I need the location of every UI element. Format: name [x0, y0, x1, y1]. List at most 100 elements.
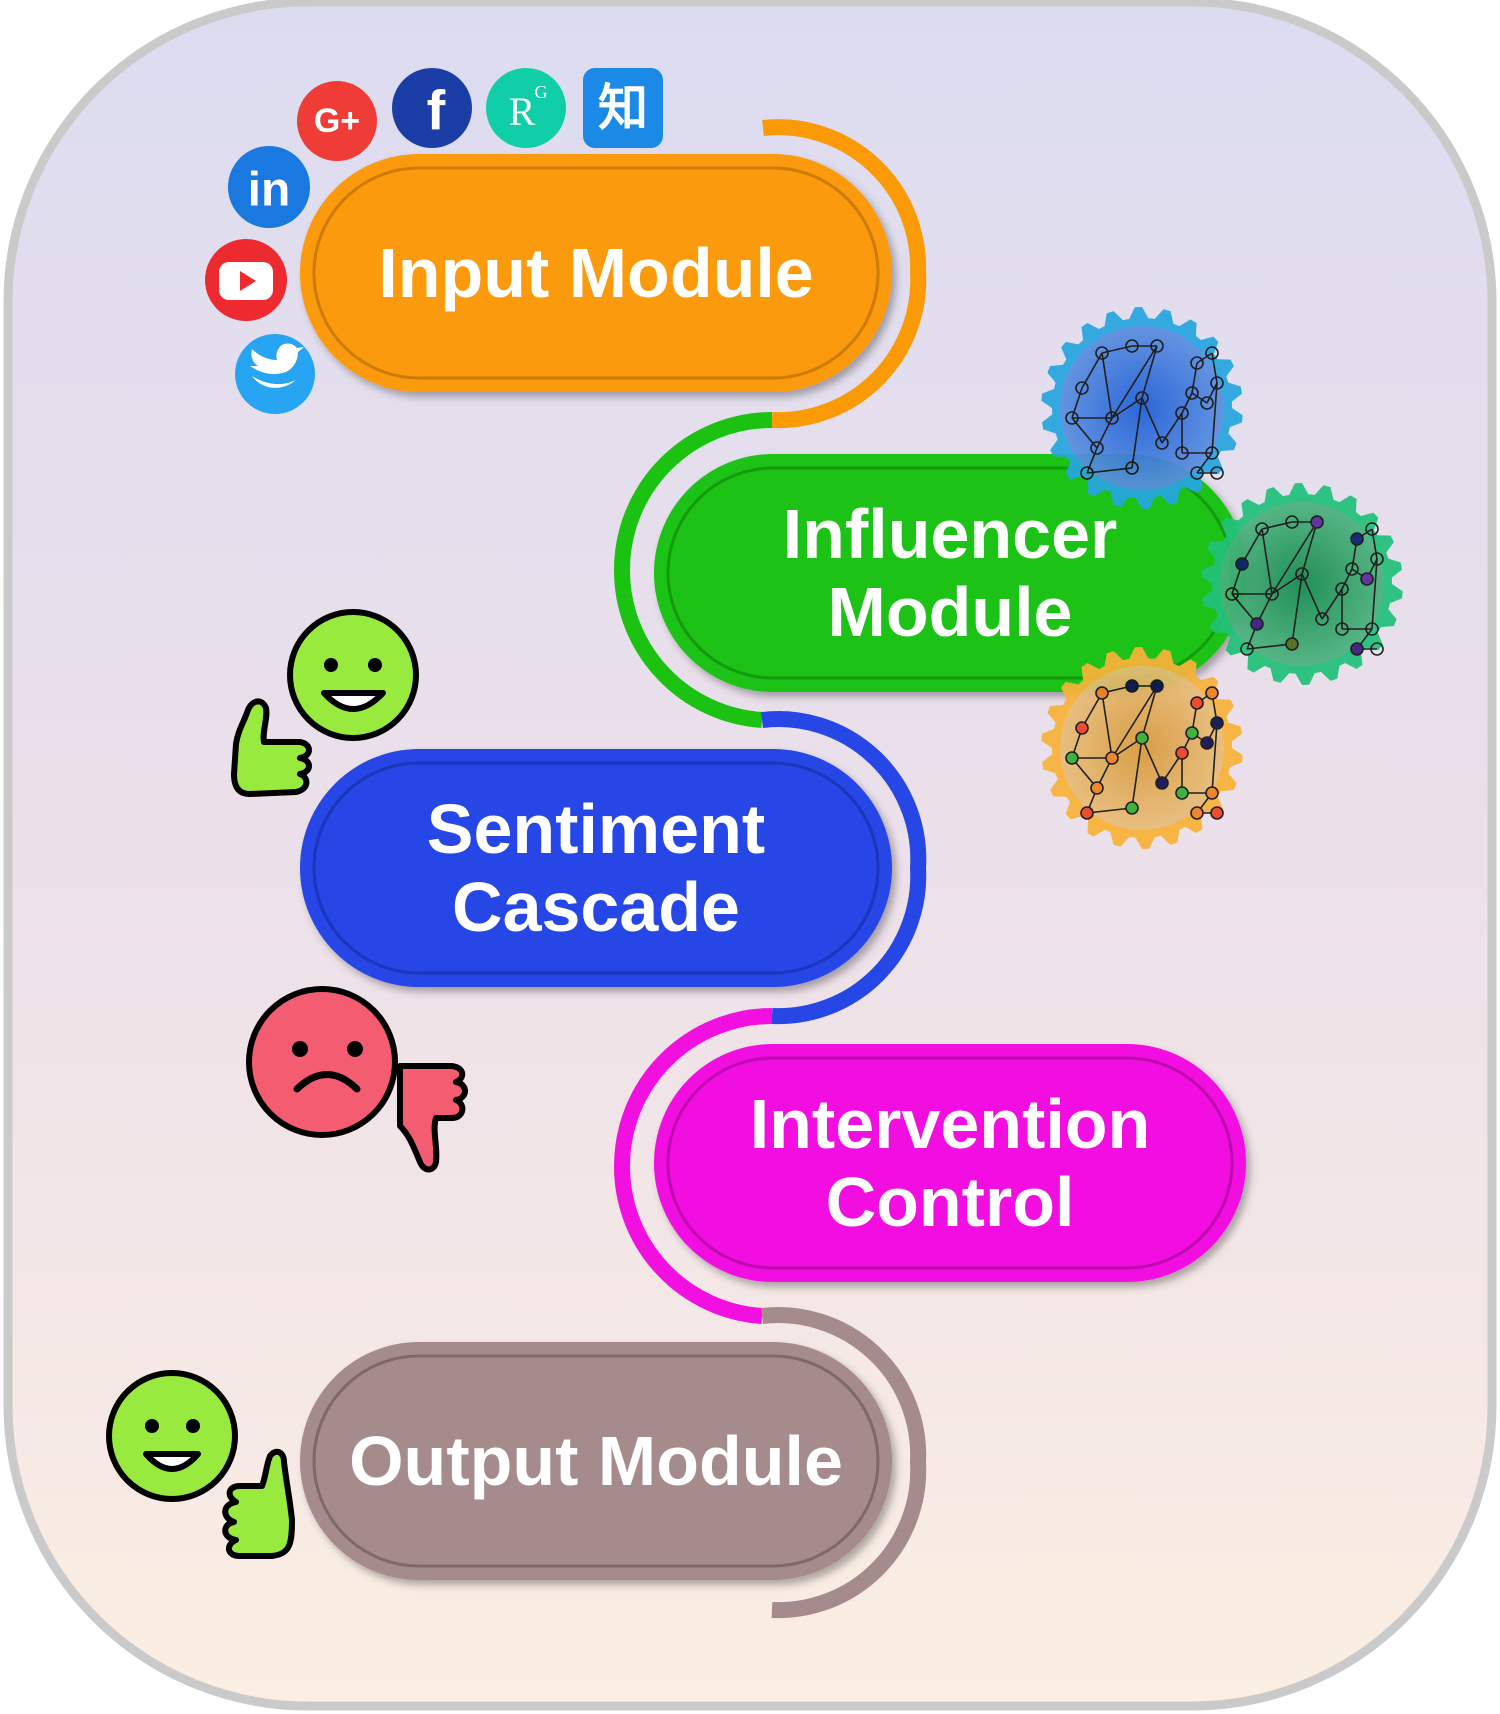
network-node [1065, 751, 1079, 765]
flow-connectors [613, 119, 927, 1619]
network-node [1150, 679, 1164, 693]
network-node [1365, 622, 1379, 636]
network-node [1310, 515, 1324, 529]
module-pill-inner-border [312, 166, 880, 380]
network-edge [1196, 452, 1213, 474]
linkedin-icon: in [228, 146, 310, 228]
network-node [1185, 726, 1199, 740]
network-node [1295, 567, 1309, 581]
network-edge [1141, 737, 1163, 784]
network-node [1205, 786, 1219, 800]
network-edge [1211, 722, 1218, 794]
network-edge [1181, 392, 1193, 414]
module-input[interactable]: Input Module [300, 154, 892, 392]
network-node [1190, 356, 1204, 370]
network-node [1345, 562, 1359, 576]
network-node [1125, 339, 1139, 353]
network-edge [1101, 352, 1113, 419]
module-output[interactable]: Output Module [300, 1342, 892, 1580]
network-node [1200, 396, 1214, 410]
network-node [1080, 806, 1094, 820]
network-node [1365, 522, 1379, 536]
network-node [1360, 572, 1374, 586]
network-node [1065, 411, 1079, 425]
sentiment-icons [106, 609, 468, 1559]
network-node [1155, 436, 1169, 450]
connector-input [762, 119, 927, 429]
network-edge [1371, 558, 1378, 630]
sad-face-icon [246, 986, 398, 1138]
network-node [1095, 346, 1109, 360]
network-edge [1101, 692, 1113, 759]
module-pill-background [654, 454, 1246, 692]
connector-intervention [613, 1008, 773, 1324]
network-node [1210, 376, 1224, 390]
network-edge [1141, 345, 1158, 399]
network-node [1175, 746, 1189, 760]
svg-text:G: G [535, 82, 548, 102]
google-plus-icon: G+ [297, 81, 377, 161]
network-edge [1206, 382, 1218, 404]
network-node [1190, 696, 1204, 710]
network-node [1125, 801, 1139, 815]
network-node [1210, 806, 1224, 820]
thumbs-down-icon [397, 1063, 468, 1173]
svg-text:f: f [427, 79, 446, 142]
network-node [1125, 461, 1139, 475]
network-node [1370, 642, 1384, 656]
happy-face-output-icon [106, 1370, 238, 1502]
network-node [1075, 381, 1089, 395]
network-node [1205, 446, 1219, 460]
network-node [1285, 637, 1299, 651]
network-edge [1301, 573, 1323, 620]
network-node [1175, 786, 1189, 800]
network-node [1155, 776, 1169, 790]
connector-sentiment [761, 711, 927, 1025]
network-edge [1131, 737, 1143, 809]
gear-body [1060, 666, 1224, 830]
module-label-line: Control [826, 1163, 1075, 1241]
network-node [1210, 716, 1224, 730]
connector-influencer [613, 412, 773, 728]
network-node [1370, 552, 1384, 566]
green-network-gear-icon [1201, 483, 1403, 685]
network-node [1150, 339, 1164, 353]
happy-face-icon [287, 609, 419, 741]
network-edge [1141, 397, 1163, 444]
network-edge [1111, 685, 1158, 759]
network-node [1175, 406, 1189, 420]
svg-text:G+: G+ [314, 102, 360, 140]
orange-network-gear-icon [1041, 647, 1243, 849]
blue-network-gear-icon [1041, 307, 1243, 509]
social-media-icons: G+ f R G 知 in [205, 68, 663, 414]
network-node [1075, 721, 1089, 735]
connector-output [761, 1307, 927, 1619]
network-edge [1191, 392, 1208, 404]
network-edge [1211, 382, 1218, 454]
zhihu-icon: 知 [583, 68, 663, 148]
network-node [1350, 642, 1364, 656]
network-node [1090, 441, 1104, 455]
network-edge [1141, 685, 1158, 739]
network-node [1205, 346, 1219, 360]
network-node [1240, 642, 1254, 656]
network-node [1225, 587, 1239, 601]
network-edge [1261, 521, 1293, 530]
network-node [1335, 582, 1349, 596]
network-edge [1086, 447, 1098, 474]
network-node [1095, 686, 1109, 700]
module-label-line: Sentiment [427, 790, 765, 868]
network-node [1080, 466, 1094, 480]
network-node [1185, 386, 1199, 400]
network-node [1190, 466, 1204, 480]
module-label-line: Influencer [783, 495, 1118, 573]
network-node [1210, 466, 1224, 480]
twitter-icon [235, 334, 315, 414]
svg-text:R: R [509, 89, 536, 134]
network-edge [1271, 521, 1318, 595]
module-label-line: Cascade [452, 868, 740, 946]
module-pill-background [300, 1342, 892, 1580]
